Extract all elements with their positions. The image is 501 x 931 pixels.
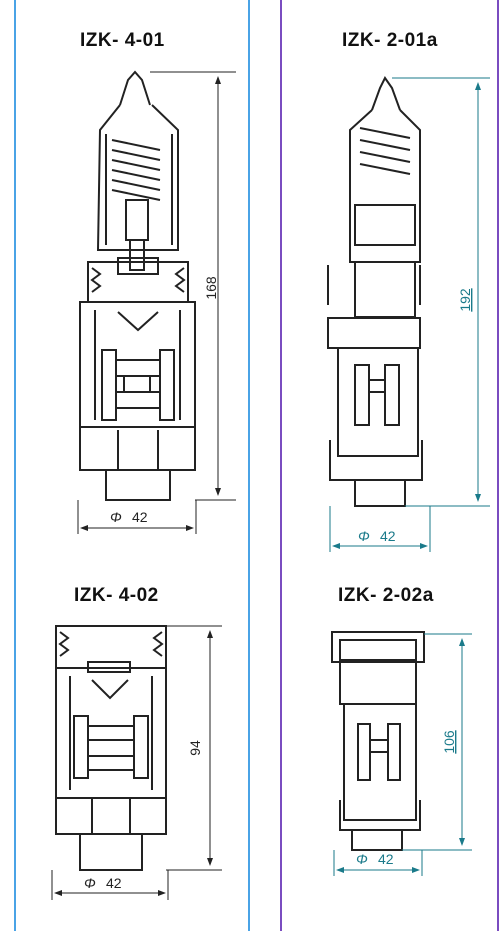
title-izk-2-01a: IZK- 2-01a — [342, 30, 438, 51]
title-izk-2-02a: IZK- 2-02a — [338, 585, 434, 606]
diameter-dimension-42: 42 — [380, 528, 396, 544]
diameter-symbol: Φ — [84, 875, 96, 891]
title-izk-4-02: IZK- 4-02 — [74, 585, 159, 606]
dimension-lines-izk-4-02 — [51, 625, 222, 900]
fuse-holder-izk-4-02 — [55, 625, 167, 871]
diameter-dimension-42: 42 — [106, 875, 122, 891]
fuse-holder-izk-2-01a — [327, 76, 423, 507]
dimension-lines-izk-2-02a — [333, 633, 472, 876]
title-izk-4-01: IZK- 4-01 — [80, 30, 165, 51]
fuse-holder-izk-4-01 — [79, 70, 196, 501]
height-dimension-106: 106 — [441, 730, 457, 754]
dimension-lines-izk-2-01a — [329, 77, 490, 552]
height-dimension-94: 94 — [187, 740, 203, 756]
diameter-symbol: Φ — [358, 528, 370, 544]
diameter-dimension-42: 42 — [378, 851, 394, 867]
right-panel — [280, 0, 499, 931]
diameter-symbol: Φ — [110, 509, 122, 525]
dimension-lines-izk-4-01 — [77, 71, 236, 534]
diameter-symbol: Φ — [356, 851, 368, 867]
diameter-dimension-42: 42 — [132, 509, 148, 525]
height-dimension-192: 192 — [457, 288, 473, 312]
height-dimension-168: 168 — [203, 276, 219, 300]
fuse-holder-izk-2-02a — [331, 631, 425, 851]
left-panel — [14, 0, 250, 931]
